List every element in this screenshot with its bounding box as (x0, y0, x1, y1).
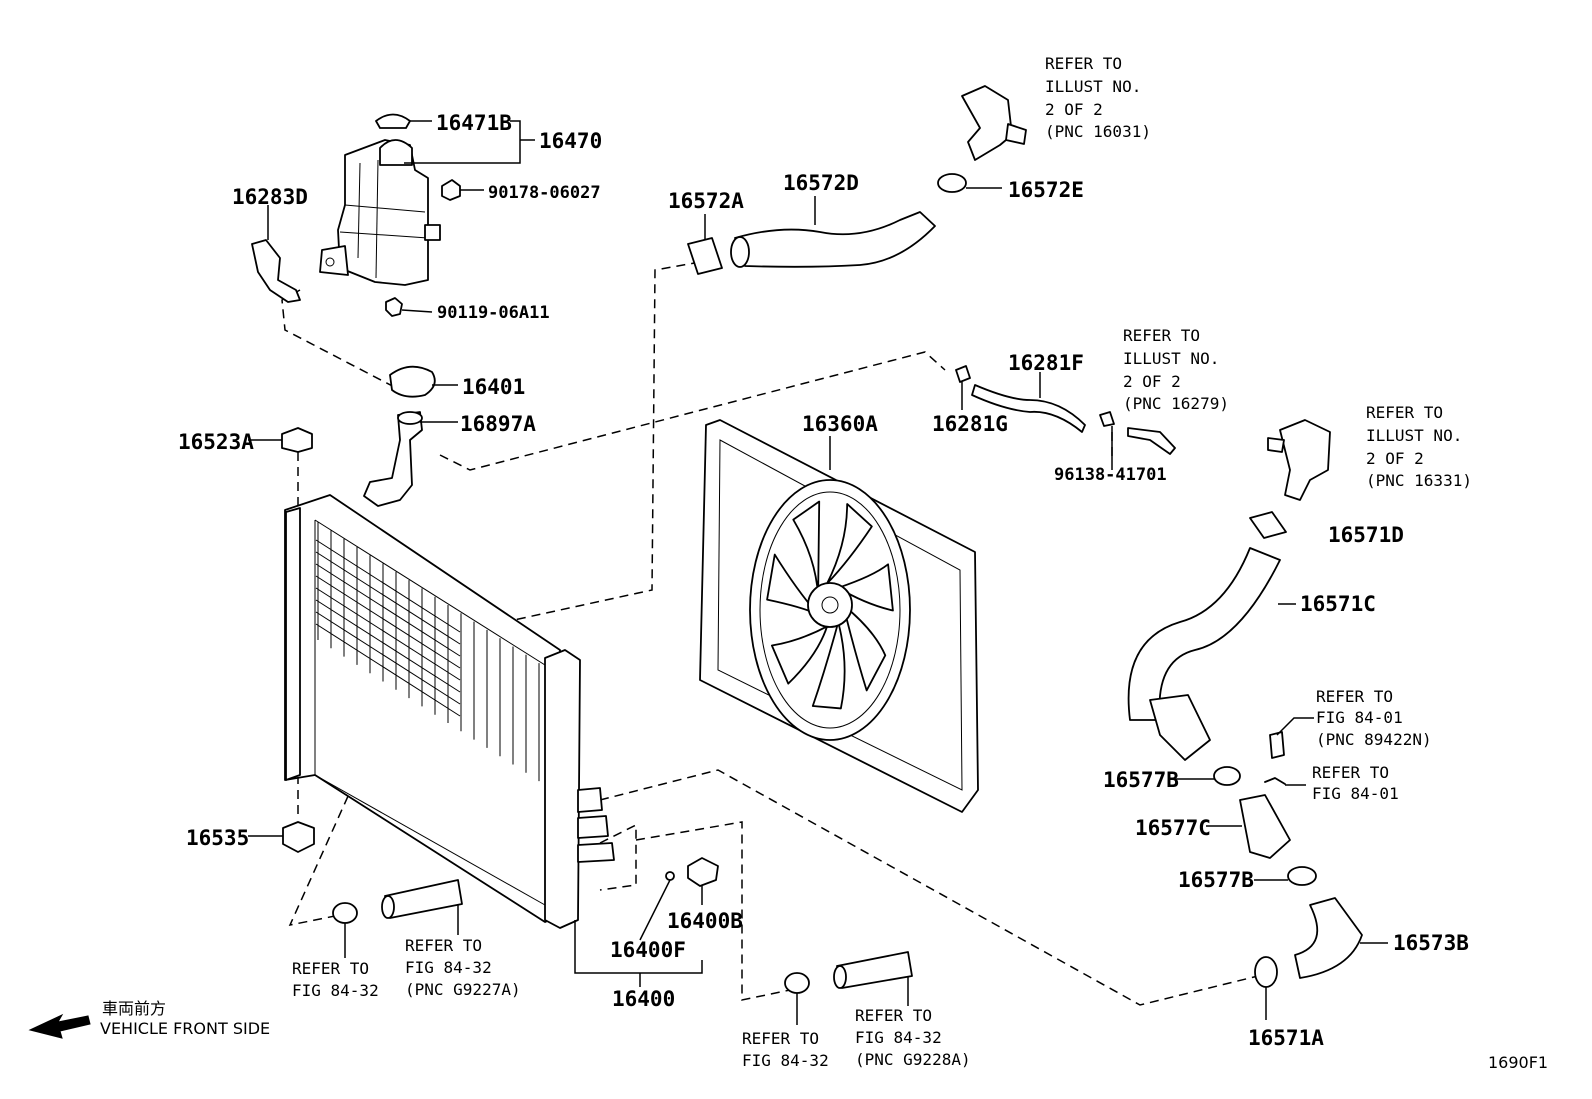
hose-joint (1149, 694, 1211, 761)
fan-blade (842, 604, 887, 692)
fan-blade (826, 503, 873, 585)
clamp-left (332, 902, 358, 924)
mount-cushion-upper (281, 427, 313, 453)
bypass-hose (955, 365, 1176, 455)
small-nut (441, 179, 461, 201)
leader-lines (248, 120, 1388, 1025)
mount-cushion-lower (282, 821, 315, 853)
sheet-code: 1690F1 (1488, 1053, 1548, 1072)
ref-clamp-middle: REFER TO FIG 84-32 (742, 1029, 829, 1070)
label-16281G: 16281G (932, 412, 1008, 436)
ref-pnc-16031: REFER TO ILLUST NO. 2 OF 2 (PNC 16031) (1045, 54, 1151, 141)
radiator-cap (389, 365, 436, 398)
label-16577C: 16577C (1135, 816, 1211, 840)
label-16360A: 16360A (802, 412, 878, 436)
radiator-core (284, 494, 615, 929)
label-16572E: 16572E (1008, 178, 1084, 202)
ref-clamp-left: REFER TO FIG 84-32 (292, 959, 379, 1000)
label-90178-06027: 90178-06027 (488, 183, 601, 203)
clamp-16572A (687, 237, 723, 275)
fan-shroud (699, 419, 979, 813)
dashed-guide-lines (281, 261, 1263, 1006)
arrow-left-icon (28, 1013, 91, 1039)
label-16535: 16535 (186, 826, 249, 850)
part-labels: 16471B 16470 90178-06027 16283D 90119-06… (178, 111, 1469, 1050)
ref-pnc-G9228A: REFER TO FIG 84-32 (PNC G9228A) (855, 1006, 971, 1069)
vehicle-front-indicator: 車両前方 VEHICLE FRONT SIDE (28, 999, 270, 1039)
fan-blade (770, 625, 828, 685)
ref-pnc-89422N: REFER TO FIG 84-01 (PNC 89422N) (1316, 687, 1432, 749)
cooler-hose-left (381, 879, 463, 919)
cooler-hose-right (833, 951, 913, 989)
label-16897A: 16897A (460, 412, 536, 436)
direction-label-jp: 車両前方 (102, 999, 166, 1018)
ref-pnc-G9227A: REFER TO FIG 84-32 (PNC G9227A) (405, 936, 521, 999)
clamp-16577B-upper (1213, 766, 1241, 786)
hose-16573B (1294, 897, 1363, 979)
label-96138-41701: 96138-41701 (1054, 465, 1167, 485)
reservoir-tank (319, 113, 441, 286)
ref-pnc-16279: REFER TO ILLUST NO. 2 OF 2 (PNC 16279) (1123, 326, 1229, 413)
fan-blade (792, 500, 821, 597)
direction-label-en: VEHICLE FRONT SIDE (100, 1019, 270, 1038)
label-16523A: 16523A (178, 430, 254, 454)
label-16571A: 16571A (1248, 1026, 1324, 1050)
label-90119-06A11: 90119-06A11 (437, 303, 550, 323)
lower-hose-16571C (1127, 547, 1281, 721)
radiator-fin (315, 587, 461, 681)
label-16281F: 16281F (1008, 351, 1084, 375)
label-16470: 16470 (539, 129, 602, 153)
water-outlet (961, 85, 1027, 161)
ref-pnc-16331: REFER TO ILLUST NO. 2 OF 2 (PNC 16331) (1366, 403, 1472, 490)
sensor-89422N (1269, 731, 1285, 759)
clip-16571D (1249, 511, 1287, 539)
radiator-fin (315, 539, 461, 633)
radiator-fin (315, 551, 461, 645)
clamp-16577B-lower (1287, 866, 1317, 886)
filler-neck (363, 411, 423, 507)
reference-notes: REFER TO ILLUST NO. 2 OF 2 (PNC 16031) R… (292, 54, 1472, 1070)
label-16577B-upper: 16577B (1103, 768, 1179, 792)
fan-blade (811, 621, 846, 710)
label-16400F: 16400F (610, 938, 686, 962)
drain-plug (665, 857, 719, 887)
label-16283D: 16283D (232, 185, 308, 209)
radiator-fin (315, 563, 461, 657)
pipe-16577C (1239, 794, 1291, 859)
fan-blade (837, 563, 894, 612)
clamp-16572E (937, 173, 967, 193)
label-16573B: 16573B (1393, 931, 1469, 955)
label-16572A: 16572A (668, 189, 744, 213)
label-16400B: 16400B (667, 909, 743, 933)
label-16572D: 16572D (783, 171, 859, 195)
bracket-16283D (251, 239, 301, 303)
radiator-fin (315, 611, 461, 705)
label-16577B-lower: 16577B (1178, 868, 1254, 892)
upper-hose (730, 211, 936, 268)
label-16471B: 16471B (436, 111, 512, 135)
label-16400: 16400 (612, 987, 675, 1011)
clamp-middle (784, 972, 810, 994)
bolt-90119 (385, 297, 403, 317)
clamp-16571A (1254, 956, 1278, 988)
clip-84-01 (1264, 777, 1286, 785)
water-inlet (1267, 419, 1331, 501)
radiator-fin (315, 575, 461, 669)
label-16571D: 16571D (1328, 523, 1404, 547)
label-16401: 16401 (462, 375, 525, 399)
label-16571C: 16571C (1300, 592, 1376, 616)
fan-blade (766, 553, 820, 616)
ref-fig-84-01: REFER TO FIG 84-01 (1312, 763, 1399, 803)
radiator-fin (315, 599, 461, 693)
radiator-fin (315, 623, 461, 717)
